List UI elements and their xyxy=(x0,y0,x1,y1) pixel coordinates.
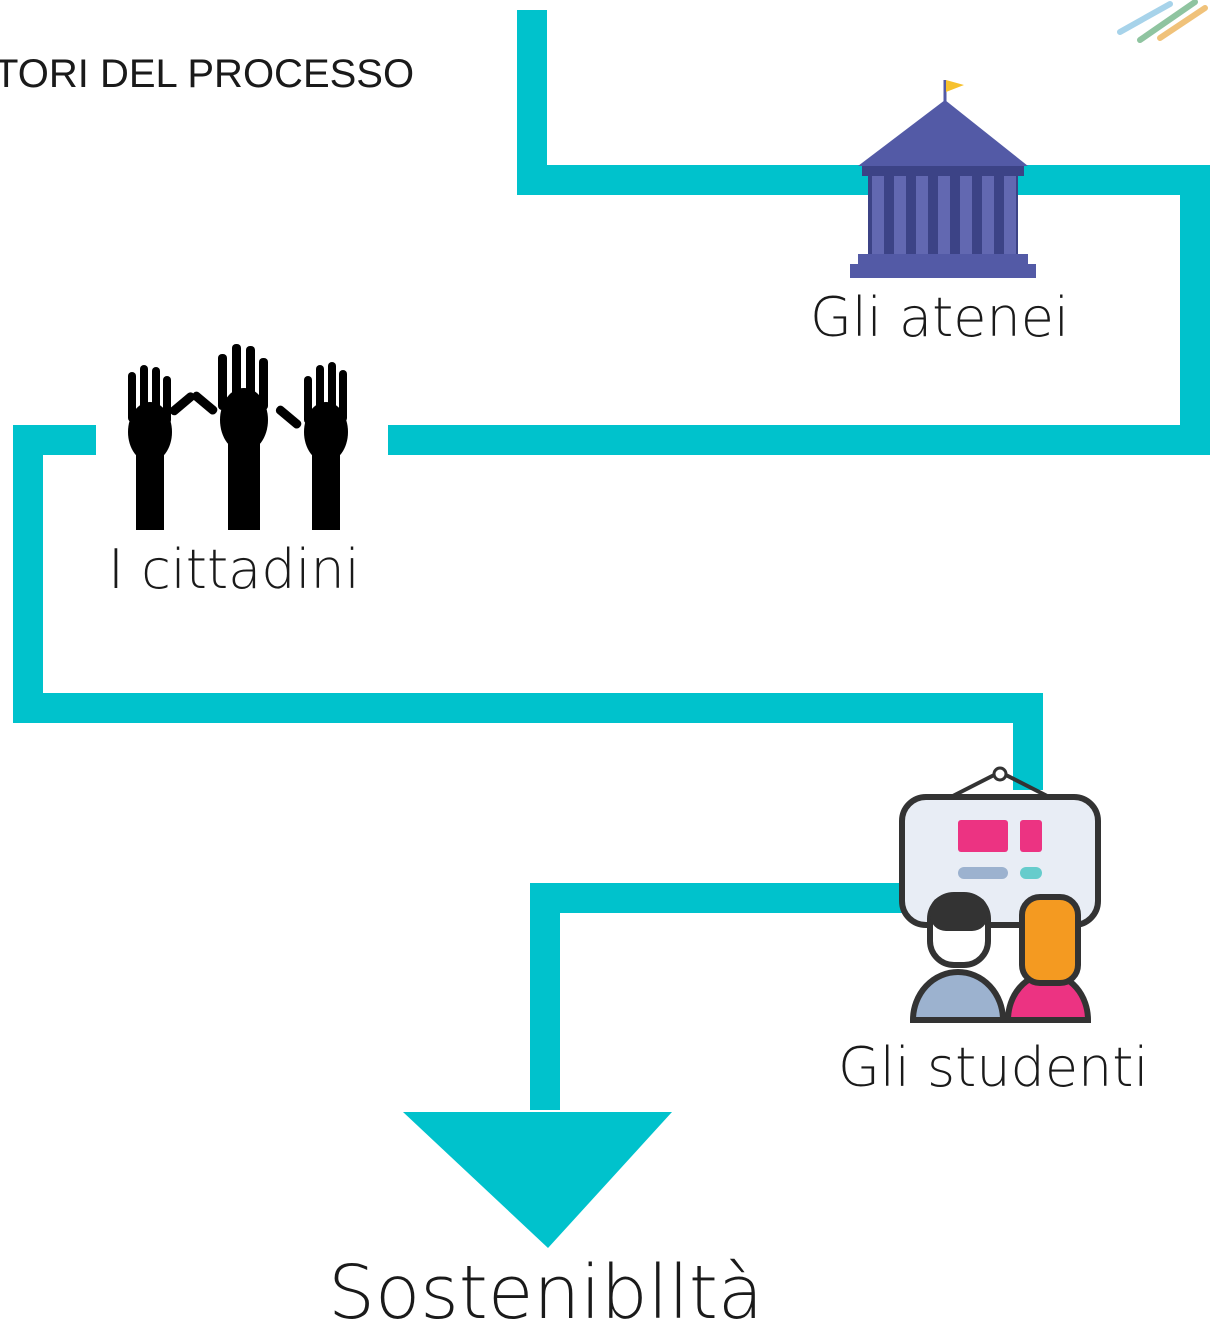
university-building-icon xyxy=(850,80,1036,278)
node-label-studenti: Gli studenti xyxy=(838,1036,1149,1099)
raised-hands-icon xyxy=(128,344,348,530)
end-label-sostenibilita: Sosteniblltà xyxy=(328,1250,764,1336)
students-board-icon xyxy=(899,766,1101,1023)
node-label-atenei: Gli atenei xyxy=(810,286,1069,349)
flow-path xyxy=(13,10,1210,1110)
flow-arrow-head xyxy=(403,1112,672,1248)
node-label-cittadini: I cittadini xyxy=(108,538,360,601)
decorative-brush-icon xyxy=(1117,0,1208,43)
process-title: TORI DEL PROCESSO xyxy=(0,52,415,96)
